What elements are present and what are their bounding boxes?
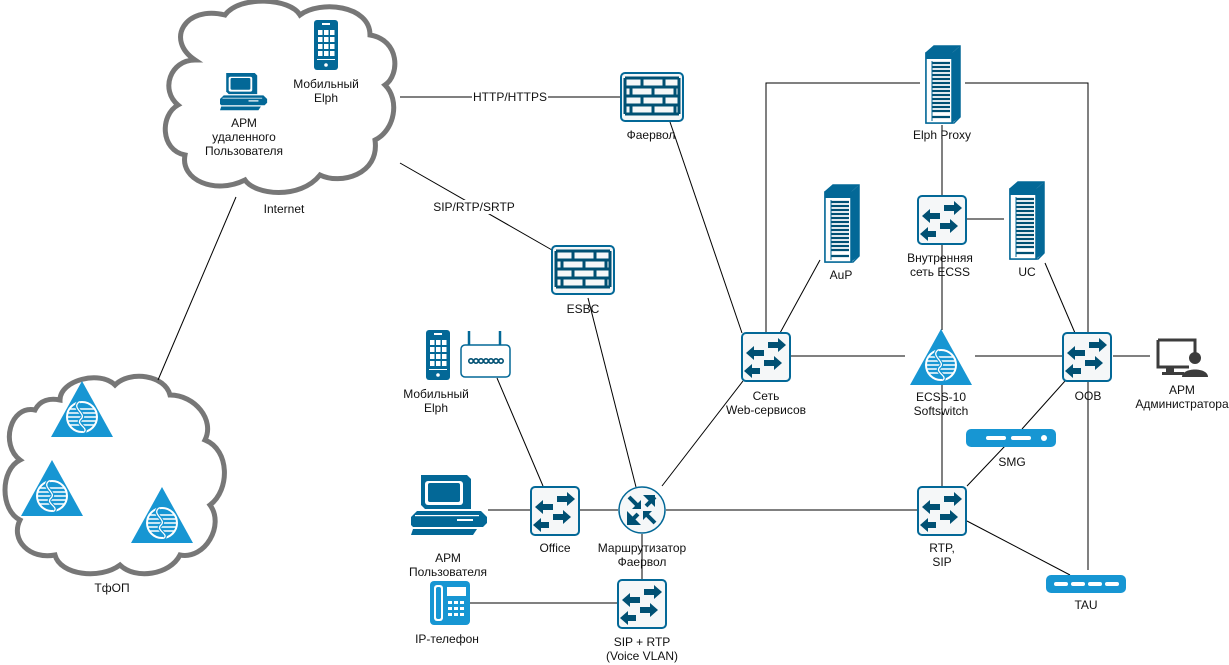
label-esbc: ESBC xyxy=(566,302,600,316)
edge-label-http: HTTP/HTTPS xyxy=(472,90,548,104)
link-elphproxy-oob xyxy=(965,82,1089,570)
edge-label-sip: SIP/RTP/SRTP xyxy=(432,200,516,214)
label-web-services: Сеть Web-сервисов xyxy=(725,389,807,417)
router-firewall-icon[interactable] xyxy=(617,485,667,535)
link-uc-oob xyxy=(1044,262,1076,334)
label-user-pc: АРМ Пользователя xyxy=(408,551,488,579)
label-rtp-sip: RTP, SIP xyxy=(929,541,955,569)
ip-phone-icon[interactable] xyxy=(430,581,470,625)
remote-mobile-phone-icon xyxy=(314,20,338,70)
label-pstn: ТфОП xyxy=(94,581,130,595)
firewall-icon[interactable] xyxy=(619,71,685,123)
label-firewall: Фаервол xyxy=(626,128,676,142)
aup-server-icon[interactable] xyxy=(823,183,861,264)
label-ecss10: ECSS-10 Softswitch xyxy=(913,390,969,418)
label-remote-mobile: Мобильный Elph xyxy=(293,77,359,105)
label-router-fw: Маршрутизатор Фаервол xyxy=(597,541,687,569)
label-admin-pc: АРМ Администратора xyxy=(1135,383,1229,411)
label-voice-vlan: SIP + RTP (Voice VLAN) xyxy=(605,635,679,663)
label-remote-pc: АРМ удаленного Пользователя xyxy=(204,116,284,158)
label-internet: Internet xyxy=(263,202,305,216)
link-oob-smg xyxy=(1021,380,1066,430)
office-mobile-phone-icon xyxy=(426,330,450,380)
label-office-mobile: Мобильный Elph xyxy=(403,387,469,415)
label-uc: UC xyxy=(1018,265,1036,279)
user-workstation-icon[interactable] xyxy=(411,475,487,535)
tau-gateway-icon[interactable] xyxy=(1046,575,1126,593)
label-oob: OOB xyxy=(1074,389,1102,403)
label-internal-ecss: Внутренняя сеть ECSS xyxy=(907,251,973,279)
link-aup-web xyxy=(779,259,821,334)
label-office: Office xyxy=(539,541,571,555)
voice-vlan-switch-icon[interactable] xyxy=(617,579,667,629)
rtp-sip-switch-icon[interactable] xyxy=(917,486,967,536)
link-wifi-office xyxy=(496,377,544,487)
link-firewall-web xyxy=(669,121,743,334)
label-ip-phone: IP-телефон xyxy=(415,632,479,646)
link-rtp-tau xyxy=(966,520,1071,576)
link-smg-rtp xyxy=(966,445,1006,487)
admin-user-icon[interactable] xyxy=(1156,338,1208,377)
oob-switch-icon[interactable] xyxy=(1062,332,1112,382)
pstn-cloud xyxy=(2,373,227,577)
label-tau: TAU xyxy=(1074,598,1098,612)
internet-cloud xyxy=(162,0,398,195)
internal-ecss-switch-icon[interactable] xyxy=(917,195,967,245)
smg-gateway-icon[interactable] xyxy=(966,429,1056,447)
label-aup: AuP xyxy=(829,268,853,282)
uc-server-icon[interactable] xyxy=(1008,180,1046,261)
link-esbc-router xyxy=(587,297,637,488)
link-web-router xyxy=(661,380,744,487)
label-smg: SMG xyxy=(998,455,1026,469)
label-elph-proxy: Elph Proxy xyxy=(912,128,972,142)
office-switch-icon[interactable] xyxy=(530,486,580,536)
wifi-router-icon[interactable] xyxy=(459,329,512,379)
link-web-elphproxy xyxy=(765,82,920,333)
elph-proxy-server-icon[interactable] xyxy=(924,44,962,125)
esbc-firewall-icon[interactable] xyxy=(550,244,616,296)
link-internet-pstn xyxy=(157,196,237,381)
ecss-softswitch-icon[interactable] xyxy=(908,327,974,387)
web-services-switch-icon[interactable] xyxy=(741,332,791,382)
